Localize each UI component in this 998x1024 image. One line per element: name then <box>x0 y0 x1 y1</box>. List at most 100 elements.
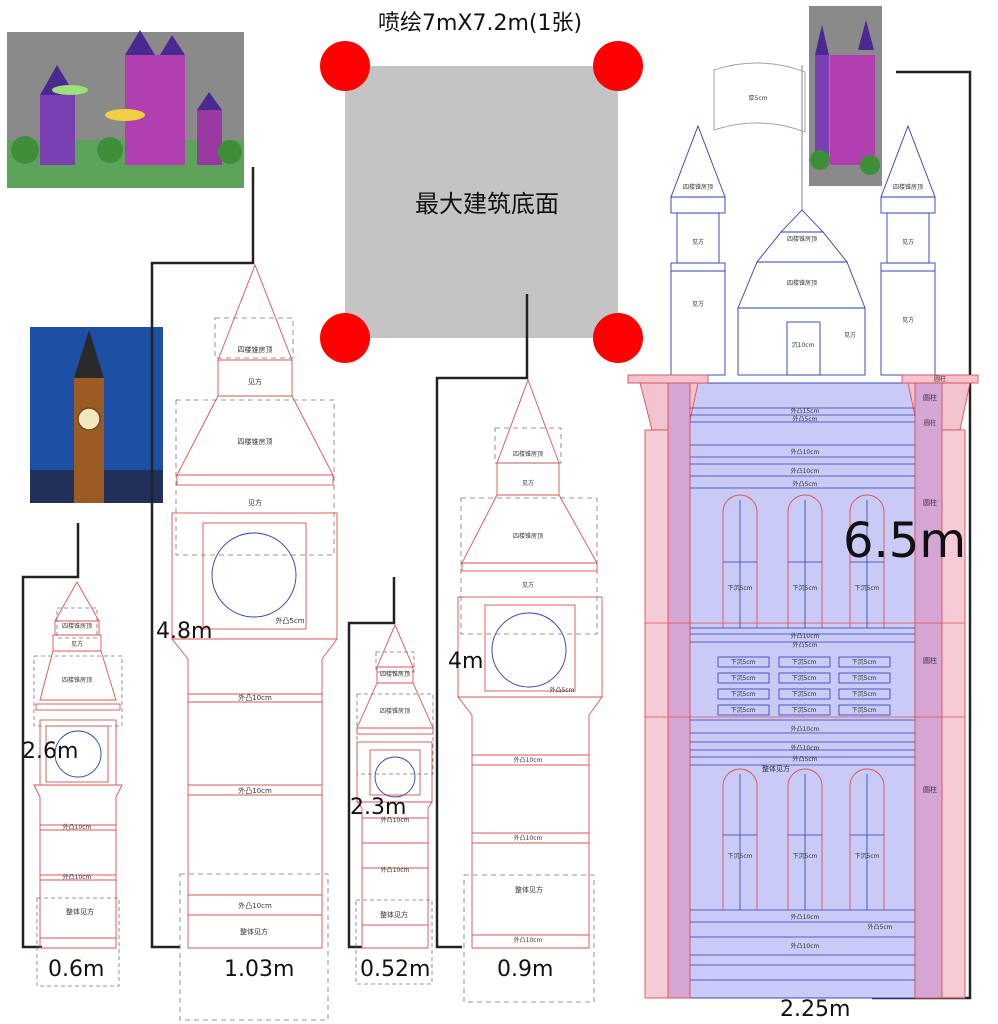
tower-4-drawing: 四楼锥房顶 见方 四楼锥房顶 见方 外凸5cm 外凸10cm 外凸10cm 外凸… <box>448 378 603 1003</box>
tower-1-drawing: 四楼锥房顶 见方 四楼锥房顶 外凸10cm 外凸10cm 整体见方 2.6m 0… <box>22 581 123 987</box>
t4-square-label: 见方 <box>522 479 534 487</box>
band-label-5: 外凸5cm <box>793 480 818 488</box>
t3-width-label: 0.52m <box>360 957 430 982</box>
band-label-7: 外凸5cm <box>793 641 818 649</box>
t3-roof-label-2: 四楼锥房顶 <box>380 707 410 715</box>
t1-roof-label: 四楼锥房顶 <box>62 622 92 630</box>
castle-square-1: 见方 <box>692 238 704 246</box>
tower-2-drawing: 四楼锥房顶 见方 四楼锥房顶 见方 外凸5cm 外凸10cm 外凸10cm 外凸… <box>156 263 338 1021</box>
column-label-4: 圆柱 <box>923 656 937 665</box>
t3-raise-label-2: 外凸10cm <box>381 866 410 874</box>
castle-illustration-image <box>7 30 244 188</box>
window-label-5: 下沉5cm <box>793 852 818 860</box>
band-label-1: 外凸15cm <box>791 407 820 415</box>
panel-label-7: 下沉5cm <box>731 690 756 698</box>
castle-height-label: 6.5m <box>843 513 966 569</box>
band-label-12: 外凸5cm <box>868 923 893 931</box>
window-label-6: 下沉5cm <box>855 852 880 860</box>
t1-height-label: 2.6m <box>22 739 78 764</box>
castle-square-4: 见方 <box>902 316 914 324</box>
panel-label-3: 下沉5cm <box>852 658 877 666</box>
t2-width-label: 1.03m <box>224 957 294 982</box>
print-spec: 喷绘7mX7.2m(1张) <box>378 11 582 36</box>
t2-raise-label-2: 外凸10cm <box>238 786 272 795</box>
band-label-6: 外凸10cm <box>791 632 820 640</box>
castle-thumbnail-image <box>809 6 882 186</box>
panel-label-2: 下沉5cm <box>792 658 817 666</box>
t2-roof-label: 四楼锥房顶 <box>238 345 273 354</box>
band-label-3: 外凸10cm <box>791 448 820 456</box>
t4-clock-raise: 外凸5cm <box>550 686 575 694</box>
castle-drawing: 厚5cm 四楼锥房顶 四楼锥房顶 四楼锥房顶 四楼锥房顶 见方 见方 见方 见方… <box>627 62 979 1022</box>
base-label: 最大建筑底面 <box>415 190 559 218</box>
t2-body-label: 整体见方 <box>240 927 268 936</box>
corner-marker-bl <box>320 313 370 363</box>
panel-label-11: 下沉5cm <box>792 706 817 714</box>
t1-roof-label-2: 四楼锥房顶 <box>62 676 92 684</box>
band-label-4: 外凸10cm <box>791 467 820 475</box>
panel-label-1: 下沉5cm <box>731 658 756 666</box>
band-label-10: 外凸5cm <box>793 755 818 763</box>
big-ben-photo <box>30 327 163 503</box>
band-label-13: 外凸10cm <box>791 942 820 950</box>
castle-square-5: 见方 <box>844 331 856 339</box>
castle-roof-center: 四楼锥房顶 <box>787 235 817 243</box>
t3-height-label: 2.3m <box>350 795 406 820</box>
t3-raise-label: 外凸10cm <box>381 816 410 824</box>
t2-square-label: 见方 <box>248 377 262 386</box>
t4-raise-label-2: 外凸10cm <box>514 834 543 842</box>
window-label-1: 下沉5cm <box>728 584 753 592</box>
window-label-2: 下沉5cm <box>793 584 818 592</box>
castle-width-label: 2.25m <box>780 997 850 1022</box>
t4-roof-label: 四楼锥房顶 <box>513 450 543 458</box>
t3-body-label: 整体见方 <box>380 910 408 919</box>
panel-label-8: 下沉5cm <box>792 690 817 698</box>
corner-marker-tl <box>320 41 370 91</box>
t1-width-label: 0.6m <box>48 957 104 982</box>
castle-square-3: 见方 <box>902 238 914 246</box>
column-label-3: 圆柱 <box>923 498 937 507</box>
panel-label-5: 下沉5cm <box>792 674 817 682</box>
panel-label-12: 下沉5cm <box>852 706 877 714</box>
t4-width-label: 0.9m <box>497 957 553 982</box>
corner-marker-tr <box>593 41 643 91</box>
castle-roof-left: 四楼锥房顶 <box>683 183 713 191</box>
t2-raise-label: 外凸10cm <box>238 693 272 702</box>
t1-raise-label-2: 外凸10cm <box>63 873 92 881</box>
castle-roof-right: 四楼锥房顶 <box>893 183 923 191</box>
column-label-2: 圆柱 <box>924 419 936 427</box>
base-square <box>345 66 618 338</box>
band-label-11: 外凸10cm <box>791 913 820 921</box>
castle-door-label: 沉10cm <box>792 341 815 349</box>
t4-raise-label: 外凸10cm <box>514 756 543 764</box>
t2-raise-label-3: 外凸10cm <box>238 901 272 910</box>
castle-main-body <box>667 382 937 999</box>
corner-marker-br <box>593 313 643 363</box>
band-label-8: 外凸10cm <box>791 725 820 733</box>
column-label-1: 圆柱 <box>923 393 937 402</box>
t1-raise-label: 外凸10cm <box>63 823 92 831</box>
t4-body-label: 整体见方 <box>515 885 543 894</box>
t4-roof-label-2: 四楼锥房顶 <box>513 532 543 540</box>
column-label-top: 圆柱 <box>934 375 946 383</box>
band-label-9: 外凸10cm <box>791 744 820 752</box>
panel-label-9: 下沉5cm <box>852 690 877 698</box>
t1-square-label: 见方 <box>71 640 83 648</box>
t2-roof-label-2: 四楼锥房顶 <box>238 437 273 446</box>
t1-body-label: 整体见方 <box>66 907 94 916</box>
t3-roof-label: 四楼锥房顶 <box>380 670 410 678</box>
tower-3-drawing: 四楼锥房顶 四楼锥房顶 外凸10cm 外凸10cm 整体见方 2.3m 0.52… <box>350 623 434 985</box>
window-label-4: 下沉5cm <box>728 852 753 860</box>
panel-label-4: 下沉5cm <box>731 674 756 682</box>
t2-clock-raise: 外凸5cm <box>275 616 304 625</box>
castle-roof-center-2: 四楼锥房顶 <box>787 279 817 287</box>
flag-label: 厚5cm <box>749 95 768 102</box>
castle-square-2: 见方 <box>692 300 704 308</box>
t2-square-label-2: 见方 <box>248 498 262 507</box>
castle-body-label: 整体见方 <box>762 764 790 773</box>
column-label-5: 圆柱 <box>923 785 937 794</box>
window-label-3: 下沉5cm <box>855 584 880 592</box>
t2-height-label: 4.8m <box>156 619 212 644</box>
t4-square-label-2: 见方 <box>522 581 534 589</box>
